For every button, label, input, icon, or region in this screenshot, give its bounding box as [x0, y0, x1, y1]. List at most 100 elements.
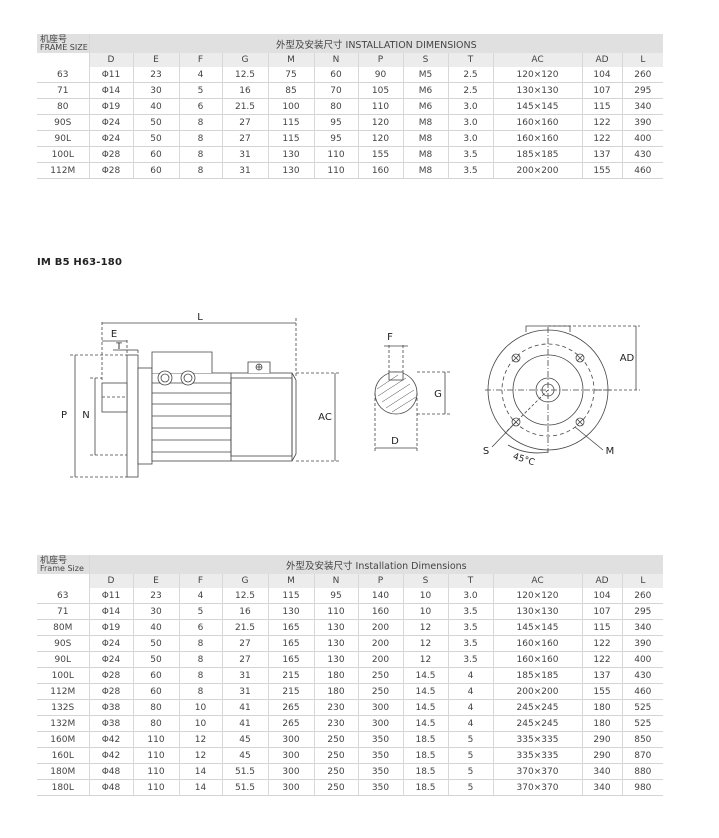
table-cell: 400 [621, 651, 664, 668]
table-cell: 350 [357, 747, 403, 764]
table-cell: 5 [447, 747, 493, 764]
table-cell: 140 [357, 588, 403, 604]
table-cell: 5 [178, 603, 222, 620]
table-cell: 850 [621, 731, 664, 748]
table-cell: 18.5 [402, 763, 448, 780]
table-cell: Φ38 [88, 699, 133, 716]
dim-label-M: M [606, 446, 615, 457]
table-cell: 250 [313, 763, 358, 780]
table-cell: M8 [402, 130, 448, 147]
frame-label-cn: 机座号 [40, 555, 68, 566]
table-cell: 27 [221, 114, 268, 131]
table-cell: 70 [313, 82, 358, 99]
table-cell: 137 [581, 667, 622, 684]
table-cell: 60 [132, 146, 179, 163]
table-cell: 350 [357, 779, 403, 796]
column-header-n: N [313, 574, 358, 588]
column-header-ac: AC [492, 53, 582, 67]
dim-label-P: P [61, 410, 67, 421]
table-cell: 31 [221, 162, 268, 179]
table-cell: 110 [132, 779, 179, 796]
dim-label-F: F [387, 332, 393, 343]
table-cell: 980 [621, 779, 664, 796]
table-cell: 335×335 [492, 731, 582, 748]
table-cell: 300 [357, 699, 403, 716]
table-cell: 85 [267, 82, 314, 99]
table-cell: Φ38 [88, 715, 133, 732]
table-cell: 290 [581, 747, 622, 764]
table-cell: Φ14 [88, 82, 133, 99]
table-cell: 18.5 [402, 779, 448, 796]
column-header-m: M [267, 53, 314, 67]
table-title: 外型及安装尺寸 Installation Dimensions [88, 555, 664, 574]
table-cell: 10 [178, 699, 222, 716]
table-cell: 122 [581, 130, 622, 147]
table-cell: 145×145 [492, 619, 582, 636]
table-cell: 185×185 [492, 146, 582, 163]
table-cell: 4 [447, 715, 493, 732]
table-cell: 110 [313, 603, 358, 620]
table-cell: 3.0 [447, 588, 493, 604]
column-header-t: T [447, 574, 493, 588]
table-cell: 104 [581, 588, 622, 604]
column-header-l: L [621, 574, 664, 588]
table-cell: 40 [132, 619, 179, 636]
table-cell: 8 [178, 146, 222, 163]
table-cell: 75 [267, 67, 314, 83]
table-cell: 245×245 [492, 699, 582, 716]
column-header-p: P [357, 53, 403, 67]
table-cell: 12 [178, 747, 222, 764]
table-cell: 3.5 [447, 635, 493, 652]
table-cell: 300 [357, 715, 403, 732]
table-cell: 2.5 [447, 82, 493, 99]
frame-size-cell: 100L [37, 146, 89, 163]
column-header-e: E [132, 53, 179, 67]
table-cell: 14.5 [402, 699, 448, 716]
table-cell: 12 [402, 635, 448, 652]
table-cell: 80 [132, 715, 179, 732]
table-cell: 215 [267, 683, 314, 700]
frame-size-cell: 63 [37, 67, 89, 83]
table-cell: Φ11 [88, 588, 133, 604]
table-cell: 3.0 [447, 98, 493, 115]
table-cell: 60 [132, 667, 179, 684]
table-cell: 10 [178, 715, 222, 732]
table-cell: M8 [402, 114, 448, 131]
frame-size-cell: 90L [37, 130, 89, 147]
table-cell: 3.0 [447, 114, 493, 131]
table-cell: 50 [132, 635, 179, 652]
column-header-d: D [88, 53, 133, 67]
table-cell: 4 [178, 588, 222, 604]
table-cell: 110 [132, 731, 179, 748]
table-cell: 3.5 [447, 146, 493, 163]
table-cell: 160 [357, 603, 403, 620]
table-cell: 200 [357, 651, 403, 668]
table-cell: 165 [267, 619, 314, 636]
table-cell: 12 [178, 731, 222, 748]
table-cell: 6 [178, 98, 222, 115]
column-header-ac: AC [492, 574, 582, 588]
table-cell: 40 [132, 98, 179, 115]
table-cell: 265 [267, 699, 314, 716]
table-cell: 122 [581, 635, 622, 652]
table-cell: 5 [178, 82, 222, 99]
table-cell: 12.5 [221, 67, 268, 83]
table-cell: 145×145 [492, 98, 582, 115]
table-cell: 31 [221, 146, 268, 163]
frame-size-cell: 180M [37, 763, 89, 780]
table-cell: 295 [621, 603, 664, 620]
table-cell: 31 [221, 683, 268, 700]
table-cell: 460 [621, 683, 664, 700]
table-cell: Φ19 [88, 619, 133, 636]
column-header-p: P [357, 574, 403, 588]
column-header-t: T [447, 53, 493, 67]
table-cell: 155 [357, 146, 403, 163]
table-cell: 120 [357, 114, 403, 131]
